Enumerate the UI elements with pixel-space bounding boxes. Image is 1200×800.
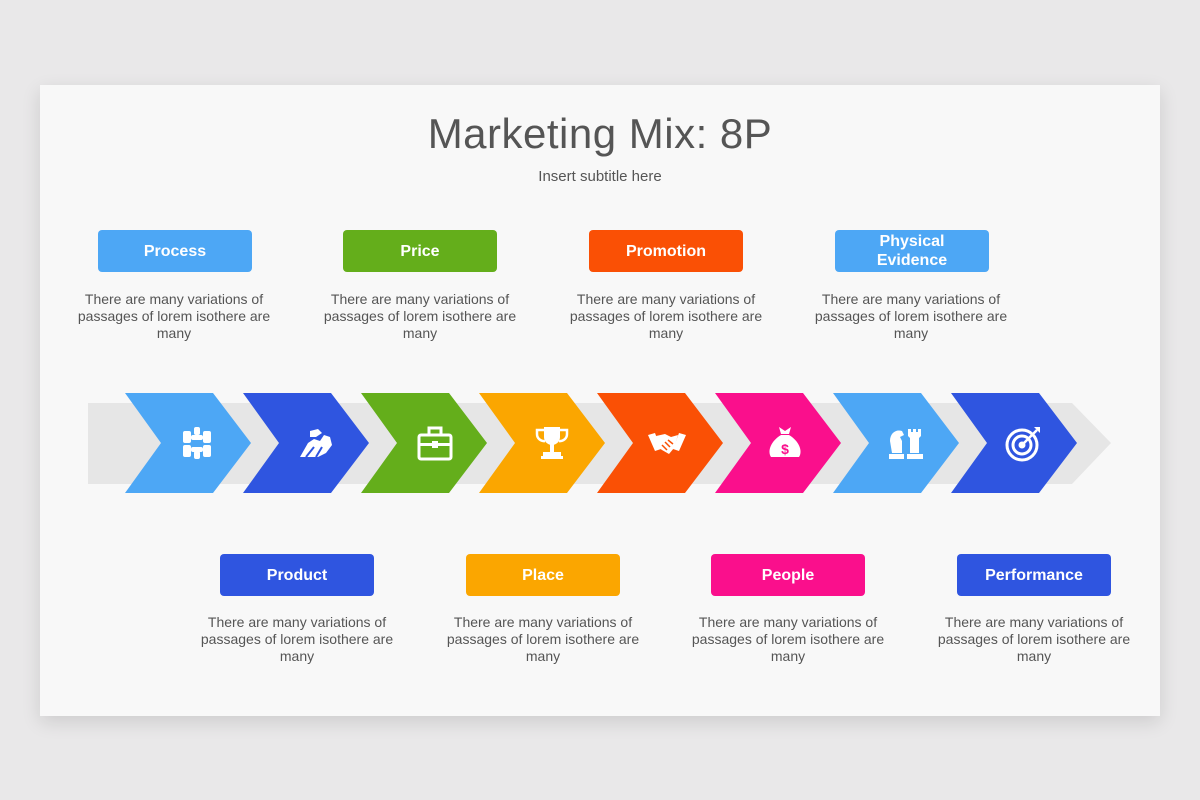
label-place: Place [466, 554, 620, 596]
target-icon [1005, 427, 1040, 462]
label-product: Product [220, 554, 374, 596]
desc-process: There are many variations of passages of… [77, 291, 271, 341]
label-physical-evidence: Physical Evidence [835, 230, 989, 272]
desc-place: There are many variations of passages of… [446, 614, 640, 664]
chevron-2 [243, 393, 369, 493]
desc-promotion: There are many variations of passages of… [569, 291, 763, 341]
svg-text:$: $ [781, 441, 789, 457]
label-people: People [711, 554, 865, 596]
chevron-4 [479, 393, 605, 493]
label-process: Process [98, 230, 252, 272]
desc-people: There are many variations of passages of… [691, 614, 885, 664]
desc-product: There are many variations of passages of… [200, 614, 394, 664]
chess-pieces-icon [889, 429, 923, 459]
handshake-grip-icon [300, 429, 332, 458]
briefcase-icon [417, 426, 453, 461]
desc-price: There are many variations of passages of… [323, 291, 517, 341]
money-bag-icon: $ [769, 427, 801, 457]
page-title: Marketing Mix: 8P [427, 110, 773, 157]
page-subtitle: Insert subtitle here [538, 168, 662, 185]
desc-physical-evidence: There are many variations of passages of… [814, 291, 1008, 341]
label-performance: Performance [957, 554, 1111, 596]
handshake-icon [648, 433, 686, 454]
trophy-icon [535, 427, 569, 459]
desc-performance: There are many variations of passages of… [937, 614, 1131, 664]
hands-together-icon [183, 427, 211, 459]
label-promotion: Promotion [589, 230, 743, 272]
label-price: Price [343, 230, 497, 272]
